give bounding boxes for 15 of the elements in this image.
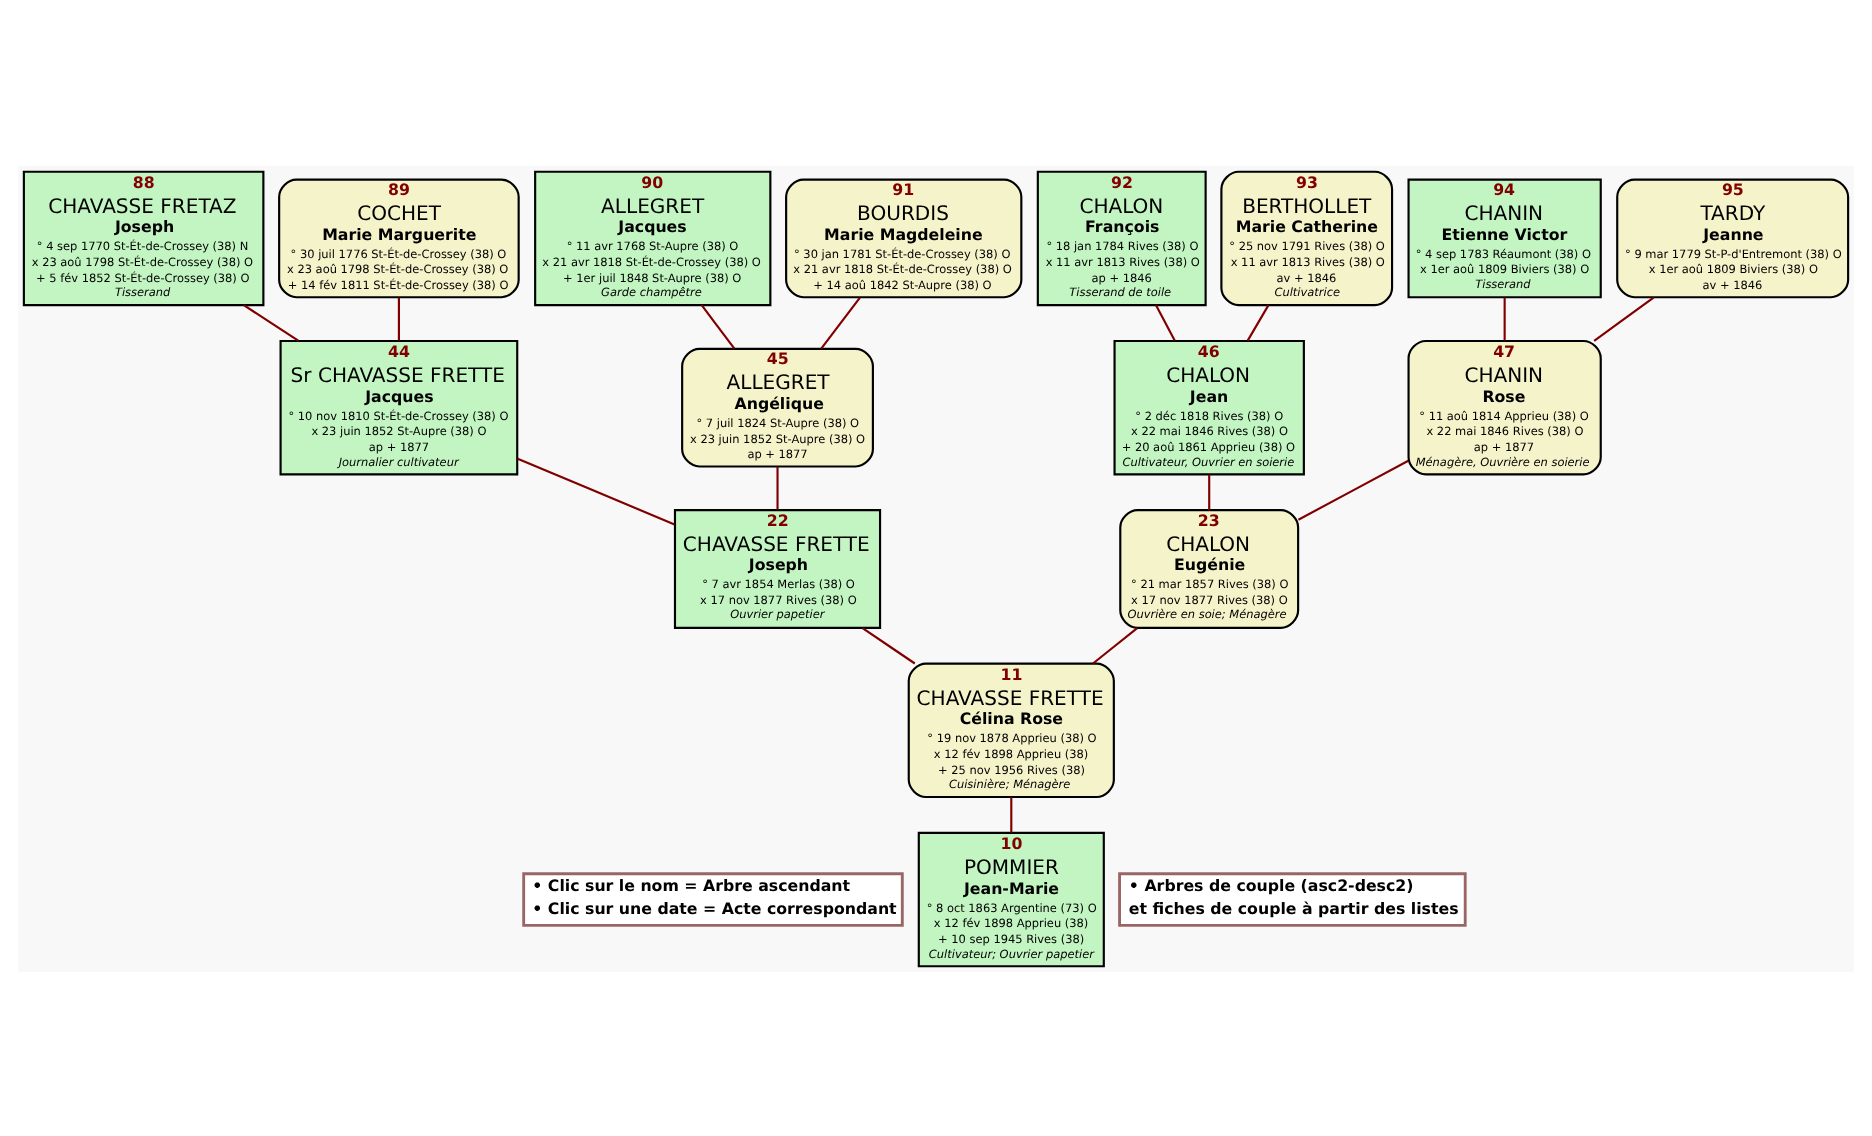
connector [1010,796,1013,832]
connector [517,456,675,525]
connector [820,295,861,349]
connector [1246,303,1270,341]
connector [862,626,916,664]
connector [776,465,779,509]
connector [1155,303,1176,341]
connector [1092,626,1138,664]
connector [700,303,736,349]
connector [1503,296,1506,340]
connector [1593,295,1655,341]
connector [397,296,400,340]
connector [243,303,300,341]
connector [1208,473,1211,509]
connector [1297,458,1409,520]
